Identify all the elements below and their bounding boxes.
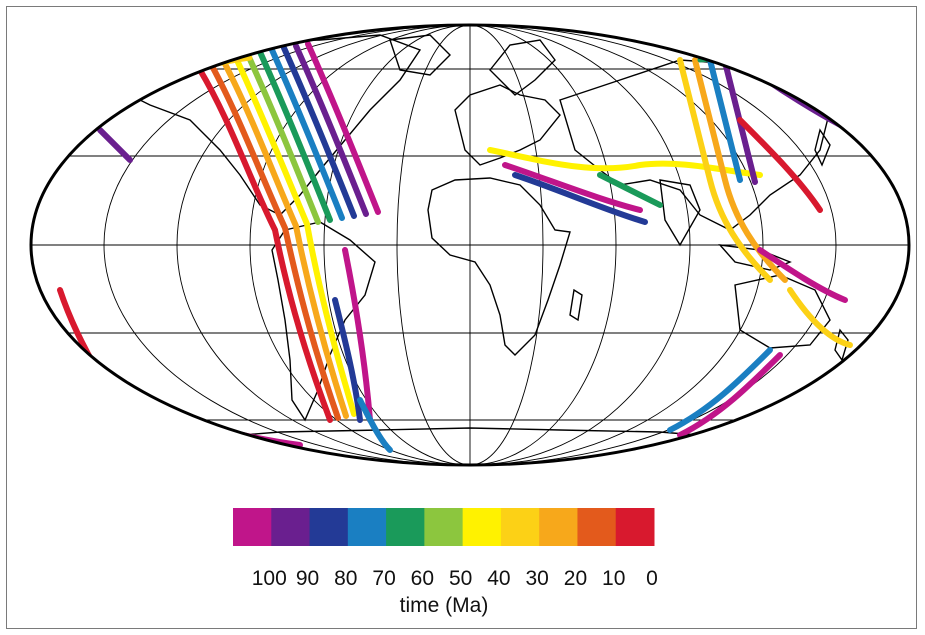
legend-swatch	[233, 508, 272, 546]
coastline-africa	[427, 177, 571, 356]
legend-swatch	[500, 508, 540, 546]
graticule-meridians	[103, 25, 837, 465]
coastline-antarctica	[179, 427, 761, 465]
legend-swatch	[577, 508, 617, 546]
coastline-india	[659, 179, 701, 247]
legend-swatch	[271, 508, 311, 546]
legend-swatch	[615, 508, 655, 546]
coastline-scandinavia	[489, 39, 556, 96]
legend-tick-label: 0	[646, 567, 658, 590]
legend-swatch	[386, 508, 425, 546]
traces-tethys	[487, 57, 853, 438]
legend-swatch	[309, 508, 349, 546]
legend-tick-label: 40	[487, 567, 510, 590]
legend-tick-label: 10	[602, 567, 625, 590]
coastline-europe	[454, 84, 561, 166]
legend-title: time (Ma)	[400, 594, 489, 617]
legend-tick-label: 60	[411, 567, 434, 590]
coastline-greenland	[389, 34, 451, 76]
legend-color-bar	[233, 508, 655, 546]
legend-tick-label: 30	[526, 567, 549, 590]
legend-swatch	[539, 508, 578, 546]
legend-swatch	[347, 508, 387, 546]
coastline-madagascar	[569, 288, 583, 322]
globe-outline	[29, 23, 911, 467]
legend-swatch	[424, 508, 464, 546]
traces-americas	[197, 41, 393, 453]
legend-tick-label: 50	[449, 567, 472, 590]
legend-tick-label: 20	[564, 567, 587, 590]
legend-tick-label: 80	[334, 567, 357, 590]
legend-tick-label: 70	[372, 567, 395, 590]
legend-tick-label: 100	[252, 567, 287, 590]
legend-tick-label: 90	[296, 567, 319, 590]
coastline-japan	[814, 128, 831, 167]
legend-swatch	[462, 508, 502, 546]
subduction-traces	[57, 41, 853, 453]
